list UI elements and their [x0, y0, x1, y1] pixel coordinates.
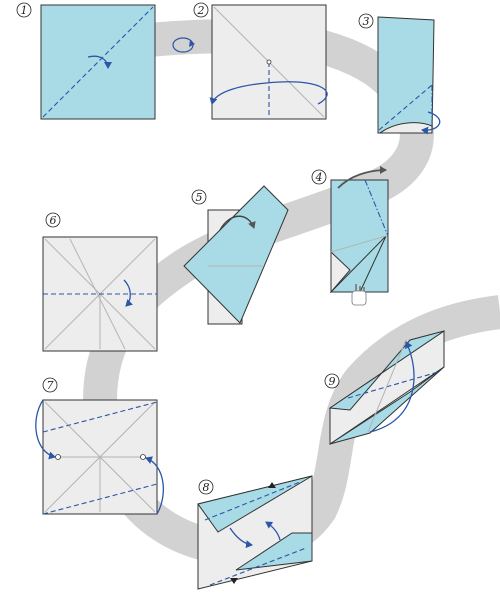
- step-6-label: 6: [50, 214, 57, 227]
- step-9-badge: [324, 373, 340, 389]
- step-9-top-flap: [328, 330, 445, 411]
- step-8-fold-top: [204, 481, 301, 521]
- step-3-fold-arrow: [421, 111, 441, 135]
- flip-over-icon: [172, 37, 195, 53]
- step-3-badge: [358, 13, 374, 29]
- step-9-label: 9: [329, 375, 336, 388]
- step-3-back-flap: [378, 122, 433, 134]
- step-7-ref-point-left: [55, 454, 61, 460]
- step-1-diagonal-fold: [42, 6, 154, 118]
- step-7-ref-point-right: [140, 454, 146, 460]
- step-2-fold-arrow: [209, 81, 328, 105]
- step-4-flip-arrow: [337, 166, 387, 189]
- step-9: 9: [324, 330, 445, 445]
- hand-press-icon: [351, 284, 367, 306]
- step-2-badge: [193, 2, 209, 18]
- step-9-bottom-flap: [329, 366, 445, 445]
- step-7-fold-top: [42, 401, 158, 433]
- step-5-label: 5: [196, 191, 203, 204]
- step-2-center-point: [266, 59, 272, 65]
- step-6-badge: [45, 212, 61, 228]
- step-7-badge: [42, 377, 58, 393]
- step-4-folded-flap: [329, 235, 387, 293]
- step-7-fold-arrow-left: [35, 399, 56, 460]
- step-5-flip-arrow: [219, 215, 256, 231]
- step-8-badge: [198, 479, 214, 495]
- step-6: 6: [42, 212, 158, 352]
- step-8-pivot-mark-top: [268, 482, 276, 488]
- step-8-fold-arrow-a: [229, 527, 253, 549]
- step-7-fold-arrow-right: [145, 456, 164, 515]
- step-4-label: 4: [315, 171, 323, 184]
- step-2: 2: [193, 2, 328, 120]
- step-8-bottom-flap: [235, 532, 313, 571]
- step-1: 1: [16, 2, 156, 120]
- step-4-mountain-line: [364, 179, 389, 237]
- step-6-fold-arrow: [123, 279, 134, 307]
- step-7-fold-bottom: [42, 483, 158, 515]
- step-1-paper: [40, 4, 156, 120]
- step-2-label: 2: [197, 4, 205, 17]
- step-4-crease: [330, 235, 387, 253]
- step-3-fold-line: [378, 84, 433, 131]
- step-4-badge: [311, 169, 327, 185]
- step-3: 3: [358, 13, 441, 135]
- step-9-crease: [367, 339, 407, 433]
- step-4-white-flap: [330, 250, 351, 294]
- step-9-fold-arrow: [369, 341, 415, 433]
- step-7-label: 7: [47, 379, 54, 392]
- step-1-fold-arrow: [87, 55, 112, 69]
- step-5-badge: [191, 189, 207, 205]
- step-8: 8: [197, 475, 313, 590]
- step-8-label: 8: [203, 481, 210, 494]
- step-8-fold-arrow-b: [265, 521, 281, 541]
- step-3-paper: [377, 16, 435, 134]
- step-6-crease-c: [69, 238, 126, 350]
- step-5-paper: [183, 185, 289, 324]
- step-8-fold-bottom: [209, 547, 307, 586]
- step-4: 4: [311, 166, 389, 306]
- step-3-label: 3: [363, 15, 370, 28]
- step-8-pivot-mark-bottom: [230, 578, 238, 584]
- step-5: 5: [183, 185, 289, 325]
- step-7: 7: [35, 377, 164, 515]
- step-1-badge: [16, 2, 32, 18]
- step-1-label: 1: [21, 4, 28, 17]
- step-8-top-flap: [197, 475, 313, 533]
